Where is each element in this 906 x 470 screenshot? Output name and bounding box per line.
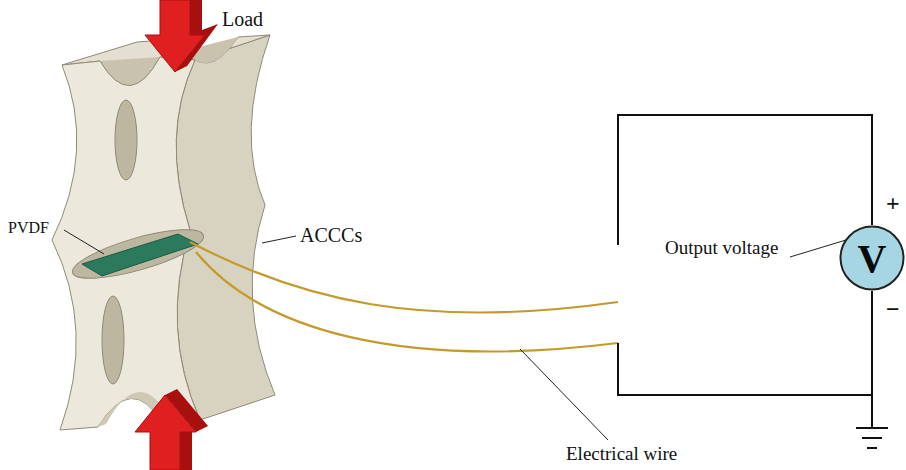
electrical-wire — [190, 242, 618, 313]
hole — [68, 220, 208, 288]
wire-label: Electrical wire — [566, 444, 677, 465]
circuit-wire — [618, 291, 872, 395]
leader-line — [790, 240, 846, 257]
part-label: ACCCs — [300, 224, 362, 246]
leader-line — [262, 236, 296, 243]
voltmeter-circle: V — [839, 225, 905, 291]
meter-symbol: V — [839, 225, 905, 291]
output-label: Output voltage — [665, 238, 778, 259]
leader-line — [64, 230, 104, 254]
electrical-wire — [196, 252, 618, 351]
block-side — [176, 35, 275, 420]
load-arrow — [145, 0, 205, 72]
load-label: Load — [222, 8, 263, 30]
part-label: PVDF — [8, 219, 49, 237]
slot-upper — [115, 100, 137, 180]
slot-lower — [102, 296, 124, 384]
polarity-sign: − — [886, 296, 900, 322]
leader-line — [520, 349, 608, 440]
circuit-wire — [618, 115, 872, 245]
ground-symbol — [856, 395, 888, 448]
pvdf-film — [82, 234, 198, 276]
polarity-sign: + — [886, 190, 900, 216]
load-arrow — [135, 395, 196, 470]
